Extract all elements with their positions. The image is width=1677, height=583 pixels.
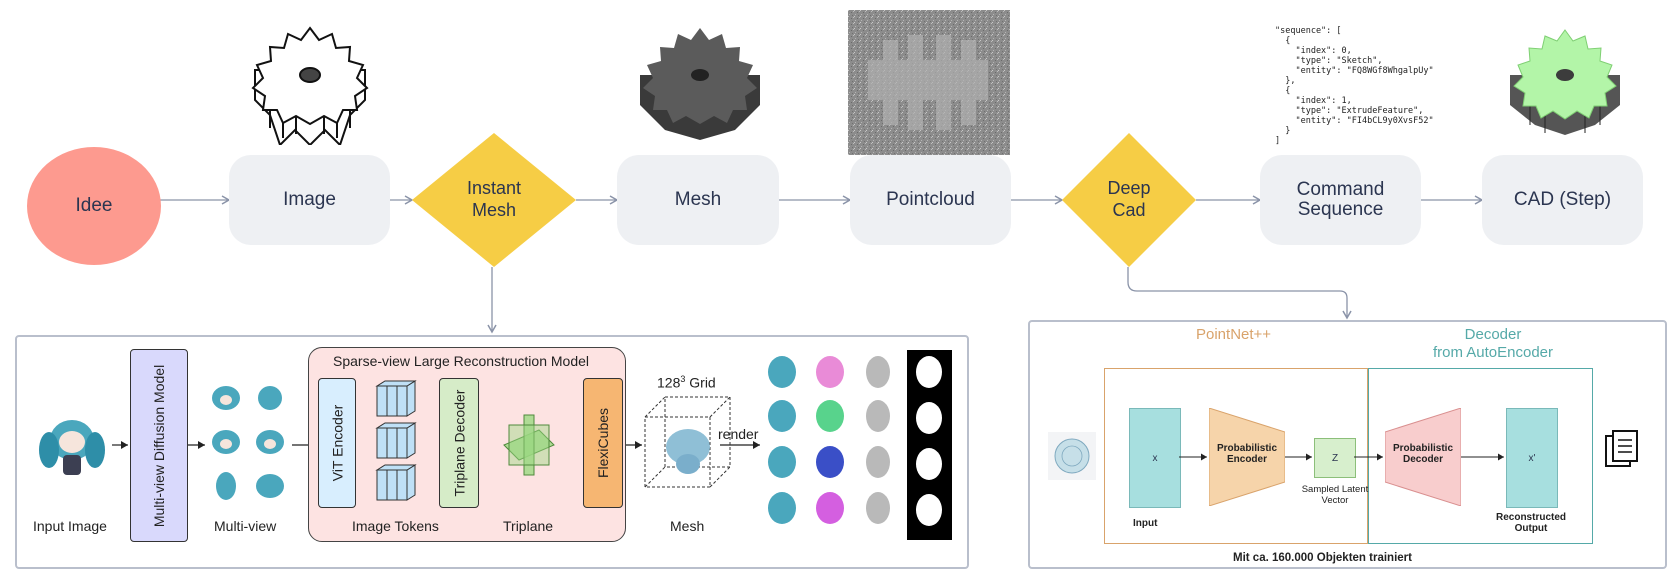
decoder-border — [1368, 368, 1593, 544]
encoder-trapezoid — [1209, 408, 1285, 506]
json-line: ] — [1275, 136, 1281, 146]
pointcloud-sphere-icon — [1048, 432, 1096, 480]
arrow-deepcad-panel — [1127, 267, 1352, 320]
gear-cad-image — [1510, 29, 1620, 135]
input-x-box: x — [1129, 408, 1181, 508]
json-line: "index": 1, — [1275, 96, 1352, 106]
pointcloud-node[interactable]: Pointcloud — [850, 155, 1011, 245]
image-node[interactable]: Image — [229, 155, 390, 245]
json-line: "index": 0, — [1275, 46, 1352, 56]
input-image-figure — [39, 420, 105, 475]
triplane-label: Triplane — [503, 518, 554, 534]
mesh-output-label: Mesh — [670, 518, 705, 534]
output-x-prime-box: x' — [1506, 408, 1558, 508]
input-image-label: Input Image — [33, 518, 107, 534]
triplane-decoder-box — [439, 378, 479, 508]
gear-sketch-image — [251, 26, 369, 145]
image-tokens-label: Image Tokens — [352, 518, 439, 534]
json-line: { — [1275, 86, 1291, 96]
mesh-label: Mesh — [674, 189, 722, 211]
gear-mesh-image — [640, 28, 760, 140]
pointcloud-label: Pointcloud — [886, 189, 975, 211]
grid-label: 1283 Grid — [657, 374, 716, 391]
mesh-node[interactable]: Mesh — [617, 155, 779, 245]
json-line: } — [1275, 126, 1291, 136]
decoder-trapezoid — [1385, 408, 1461, 506]
flexicubes-box — [583, 378, 623, 508]
json-snippet-panel: "sequence": [ { "index": 0, "type": "Ske… — [1263, 22, 1434, 150]
diffusion-model-box — [130, 349, 188, 542]
document-stack-icon — [1605, 430, 1638, 467]
image-label: Image — [283, 189, 336, 211]
render-label: render — [718, 426, 759, 442]
lrm-title: Sparse-view Large Reconstruction Model — [333, 353, 590, 369]
json-line: "entity": "FI4bCL9y0XvsF52" — [1275, 116, 1434, 126]
pointcloud-image — [848, 10, 1010, 155]
triplane-figure — [503, 414, 555, 476]
idee-label: Idee — [75, 195, 113, 216]
pointnet-title: PointNet++ — [1196, 326, 1272, 343]
deep-cad-diamond[interactable] — [1062, 133, 1196, 267]
vit-encoder-box — [318, 378, 356, 508]
input-label: Input — [1133, 518, 1158, 529]
idee-node[interactable]: Idee — [27, 147, 161, 265]
json-line: "type": "ExtrudeFeature", — [1275, 106, 1424, 116]
instant-mesh-diamond[interactable] — [412, 133, 576, 267]
render-outputs — [768, 350, 952, 540]
deepcad-footer: Mit ca. 160.000 Objekten trainiert — [1233, 552, 1412, 564]
json-line: { — [1275, 36, 1291, 46]
json-line: "type": "Sketch", — [1275, 56, 1383, 66]
cad-step-node[interactable]: CAD (Step) — [1482, 155, 1643, 245]
multi-view-grid — [206, 380, 292, 510]
image-tokens-cubes — [375, 380, 417, 501]
grid-cube-figure — [644, 396, 731, 488]
cad-step-label: CAD (Step) — [1513, 189, 1612, 211]
json-line: "entity": "FQ8WGf8WhgalpUy" — [1275, 66, 1434, 76]
json-line: "sequence": [ — [1275, 26, 1342, 36]
pointnet-border — [1104, 368, 1368, 544]
latent-z-box: Z — [1314, 438, 1356, 478]
multi-view-label: Multi-view — [214, 518, 277, 534]
json-line: }, — [1275, 76, 1296, 86]
